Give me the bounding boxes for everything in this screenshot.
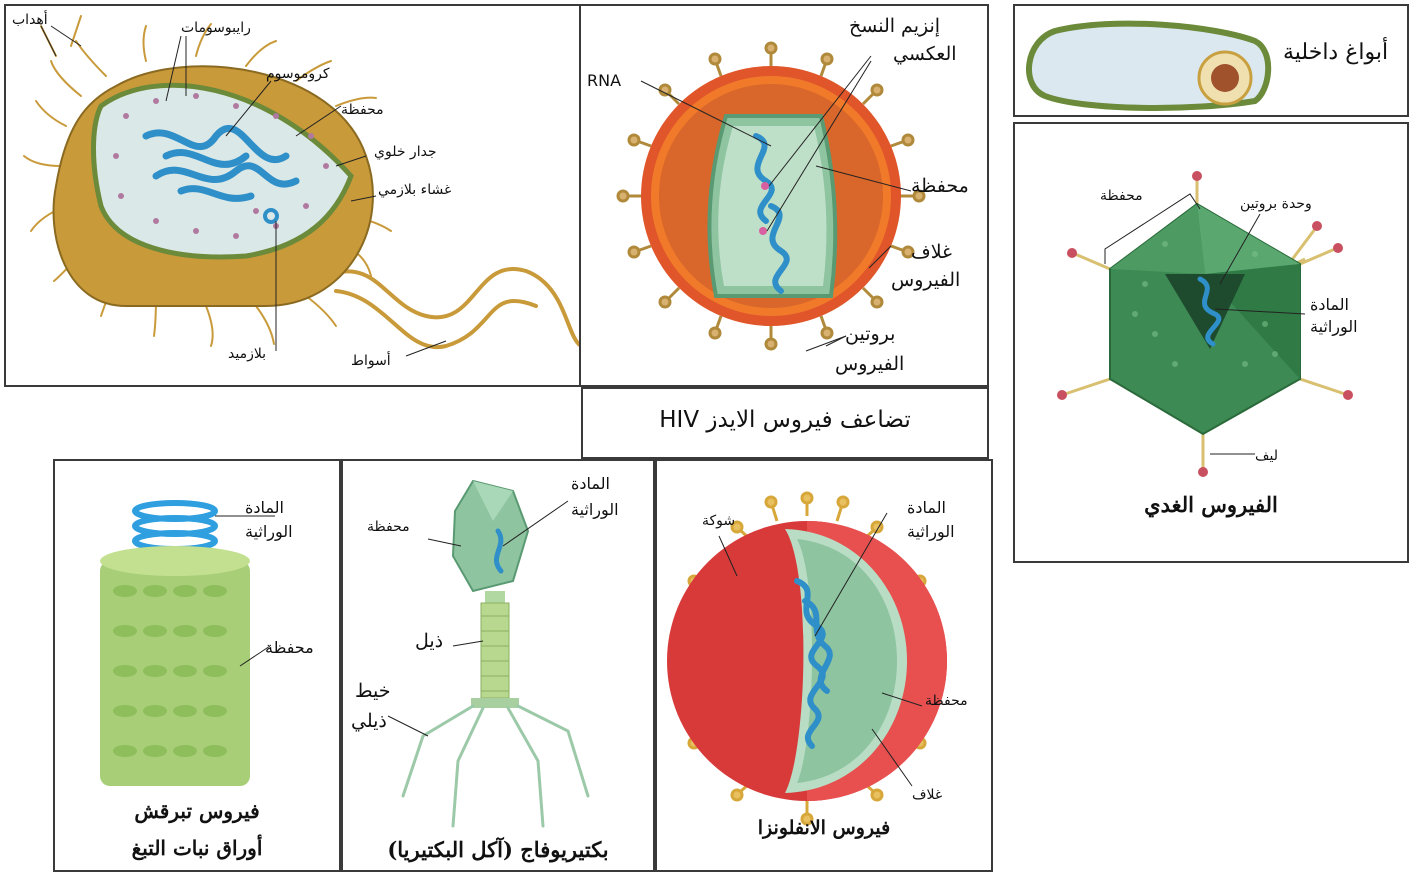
label-tail: ذيل xyxy=(415,631,443,653)
tmv-caption-2: أوراق نبات التبغ xyxy=(55,836,339,860)
label-protein-2: الفيروس xyxy=(835,354,904,376)
label-phage-genetic-1: المادة xyxy=(571,475,610,493)
bacterium-panel: أهداب رايبوسومات كروموسوم محفظة جدار خلو… xyxy=(4,4,581,387)
label-phage-capsid: محفظة xyxy=(367,519,410,535)
label-ribosomes: رايبوسومات xyxy=(181,20,251,36)
tmv-caption-1: فيروس تبرقش xyxy=(55,799,339,823)
label-tmv-capsid: محفظة xyxy=(265,639,314,657)
label-pili: أهداب xyxy=(12,12,48,28)
adenovirus-panel: محفظة وحدة بروتين المادة الوراثية ليف ال… xyxy=(1013,122,1409,563)
hiv-caption: تضاعف فيروس الايدز HIV xyxy=(583,407,987,433)
hiv-panel: RNA إنزيم النسخ العكسي محفظة غلاف الفيرو… xyxy=(581,4,989,387)
label-cell-wall: جدار خلوي xyxy=(374,144,437,160)
label-protein-unit: وحدة بروتين xyxy=(1240,196,1312,212)
label-protein-1: بروتين xyxy=(845,324,895,346)
endospore-panel: أبواغ داخلية xyxy=(1013,4,1409,117)
label-phage-genetic-2: الوراثية xyxy=(571,501,619,519)
influenza-panel: المادة الوراثية شوكة محفظة غلاف فيروس ال… xyxy=(655,459,993,872)
phage-caption: بكتيريوفاج (آكل البكتيريا) xyxy=(343,837,653,862)
label-tail-fiber-1: خيط xyxy=(355,681,391,703)
bacterium-illustration xyxy=(6,6,581,387)
phage-panel: المادة الوراثية محفظة ذيل خيط ذيلي بكتير… xyxy=(341,459,655,872)
label-endospore: أبواغ داخلية xyxy=(1283,40,1388,65)
label-adeno-genetic-2: الوراثية xyxy=(1310,318,1358,336)
label-rna: RNA xyxy=(587,72,621,90)
label-envelope-2: الفيروس xyxy=(891,270,960,292)
label-tail-fiber-2: ذيلي xyxy=(351,711,387,733)
label-tmv-genetic-2: الوراثية xyxy=(245,523,293,541)
label-adeno-capsid: محفظة xyxy=(1100,188,1143,204)
adenovirus-caption: الفيروس الغدي xyxy=(1015,492,1407,517)
label-flu-genetic-1: المادة xyxy=(907,499,946,517)
hiv-caption-box: تضاعف فيروس الايدز HIV xyxy=(581,387,989,459)
tmv-panel: المادة الوراثية محفظة فيروس تبرقش أوراق … xyxy=(53,459,341,872)
label-envelope-1: غلاف xyxy=(911,242,952,264)
label-flu-genetic-2: الوراثية xyxy=(907,523,955,541)
label-flu-capsid: محفظة xyxy=(925,693,968,709)
label-reverse-transcriptase-2: العكسي xyxy=(893,44,957,66)
label-chromosome: كروموسوم xyxy=(266,66,330,82)
label-plasmid: بلازميد xyxy=(228,346,266,362)
label-flagella: أسواط xyxy=(351,353,391,369)
label-plasma-membrane: غشاء بلازمي xyxy=(378,182,451,198)
label-flu-envelope: غلاف xyxy=(912,787,942,803)
label-capsule: محفظة xyxy=(341,102,384,118)
label-fiber: ليف xyxy=(1255,448,1278,464)
label-adeno-genetic-1: المادة xyxy=(1310,296,1349,314)
influenza-caption: فيروس الانفلونزا xyxy=(657,817,991,839)
label-tmv-genetic-1: المادة xyxy=(245,499,284,517)
label-reverse-transcriptase-1: إنزيم النسخ xyxy=(849,16,940,38)
label-spike: شوكة xyxy=(702,513,735,529)
label-hiv-capsid: محفظة xyxy=(911,176,969,198)
